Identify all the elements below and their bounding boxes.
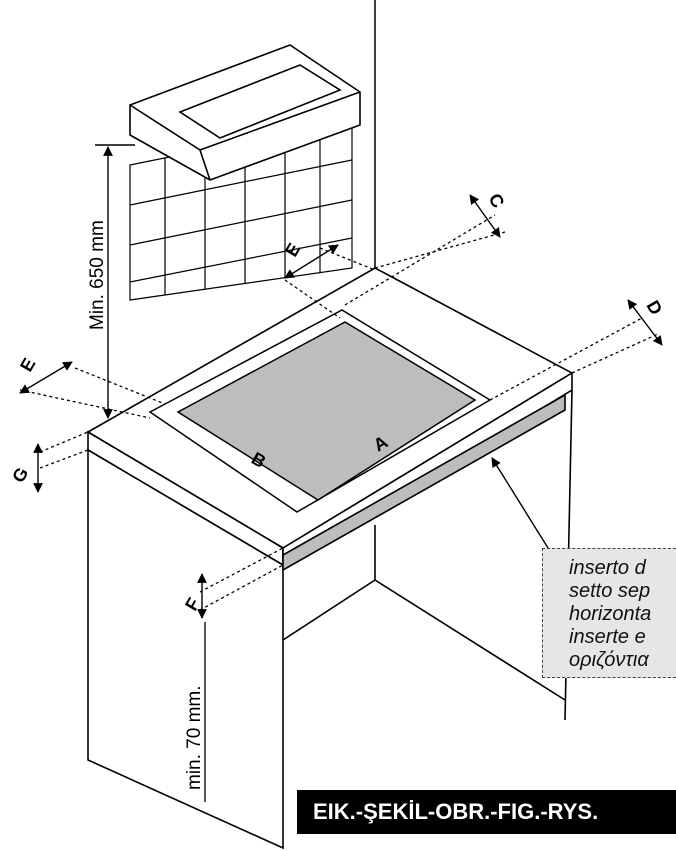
leader-line [491, 457, 549, 549]
min-650-label: Min. 650 mm [87, 220, 108, 330]
note-line-4: inserte e [569, 626, 646, 648]
note-box: inserto d setto sep horizonta inserte e … [542, 548, 676, 678]
note-line-3: horizonta [569, 603, 652, 625]
note-line-1: inserto d [569, 557, 646, 579]
cabinet [87, 389, 573, 850]
arrow-e-left [19, 361, 73, 394]
note-text: inserto d setto sep horizonta inserte e … [543, 549, 676, 672]
cooker-hood [129, 44, 361, 181]
note-line-5: οριζόντια [569, 649, 649, 671]
note-line-2: setto sep [569, 580, 651, 602]
dimension-arrows [19, 194, 663, 619]
arrow-d [627, 299, 663, 346]
arrow-e-top [284, 244, 339, 279]
min-70-label: min. 70 mm. [184, 685, 205, 790]
label-g: G [8, 464, 32, 486]
figure-caption-banner: EIK.-ŞEKİL-OBR.-FIG.-RYS. [297, 790, 676, 834]
hob [148, 309, 492, 513]
label-e-left: E [16, 355, 39, 375]
label-d: D [643, 297, 667, 318]
arrow-c [469, 194, 501, 238]
min-650-dimension [95, 144, 135, 419]
label-c: C [485, 190, 509, 211]
